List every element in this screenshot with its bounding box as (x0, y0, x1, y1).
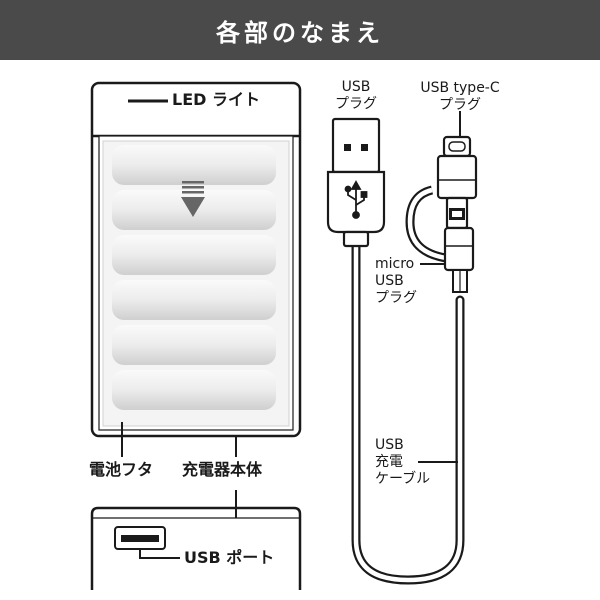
battery-cover (102, 140, 290, 427)
down-arrow-icon (181, 181, 205, 217)
usb-cable-label-line3: ケーブル (375, 471, 431, 487)
type-c-plug-label: USB type-C プラグ (403, 80, 517, 114)
micro-usb-label-line2: USB (375, 273, 404, 289)
type-c-plug-label-line1: USB type-C (420, 80, 500, 96)
usb-cable-label-line1: USB (375, 437, 404, 453)
micro-usb-label-line3: プラグ (375, 290, 417, 306)
battery-cells (112, 145, 276, 410)
usb-cable-label-line2: 充電 (375, 454, 403, 470)
micro-usb-label-line1: micro (375, 256, 415, 272)
led-light-label: LED ライト (172, 90, 260, 109)
usb-type-c-plug (436, 135, 478, 230)
usb-charging-cable (351, 185, 465, 585)
charger-body-label: 充電器本体 (182, 460, 263, 479)
page-title: 各部のなまえ (0, 0, 600, 60)
usb-symbol-icon (344, 180, 368, 219)
charger-bottom-view (90, 490, 302, 590)
usb-port-label: USB ポート (184, 548, 275, 567)
usb-cable-label: USB 充電 ケーブル (375, 437, 430, 488)
usb-plug-label-line2: プラグ (335, 96, 377, 112)
battery-cover-label: 電池フタ (89, 460, 154, 479)
usb-plug (326, 117, 386, 248)
micro-usb-plug-label: micro USB プラグ (375, 256, 417, 307)
usb-port (114, 526, 166, 550)
usb-plug-label-line1: USB (341, 79, 371, 95)
type-c-plug-label-line2: プラグ (439, 97, 481, 113)
usb-plug-label: USB プラグ (326, 79, 386, 113)
micro-usb-plug (443, 226, 475, 293)
parts-diagram (90, 81, 478, 590)
